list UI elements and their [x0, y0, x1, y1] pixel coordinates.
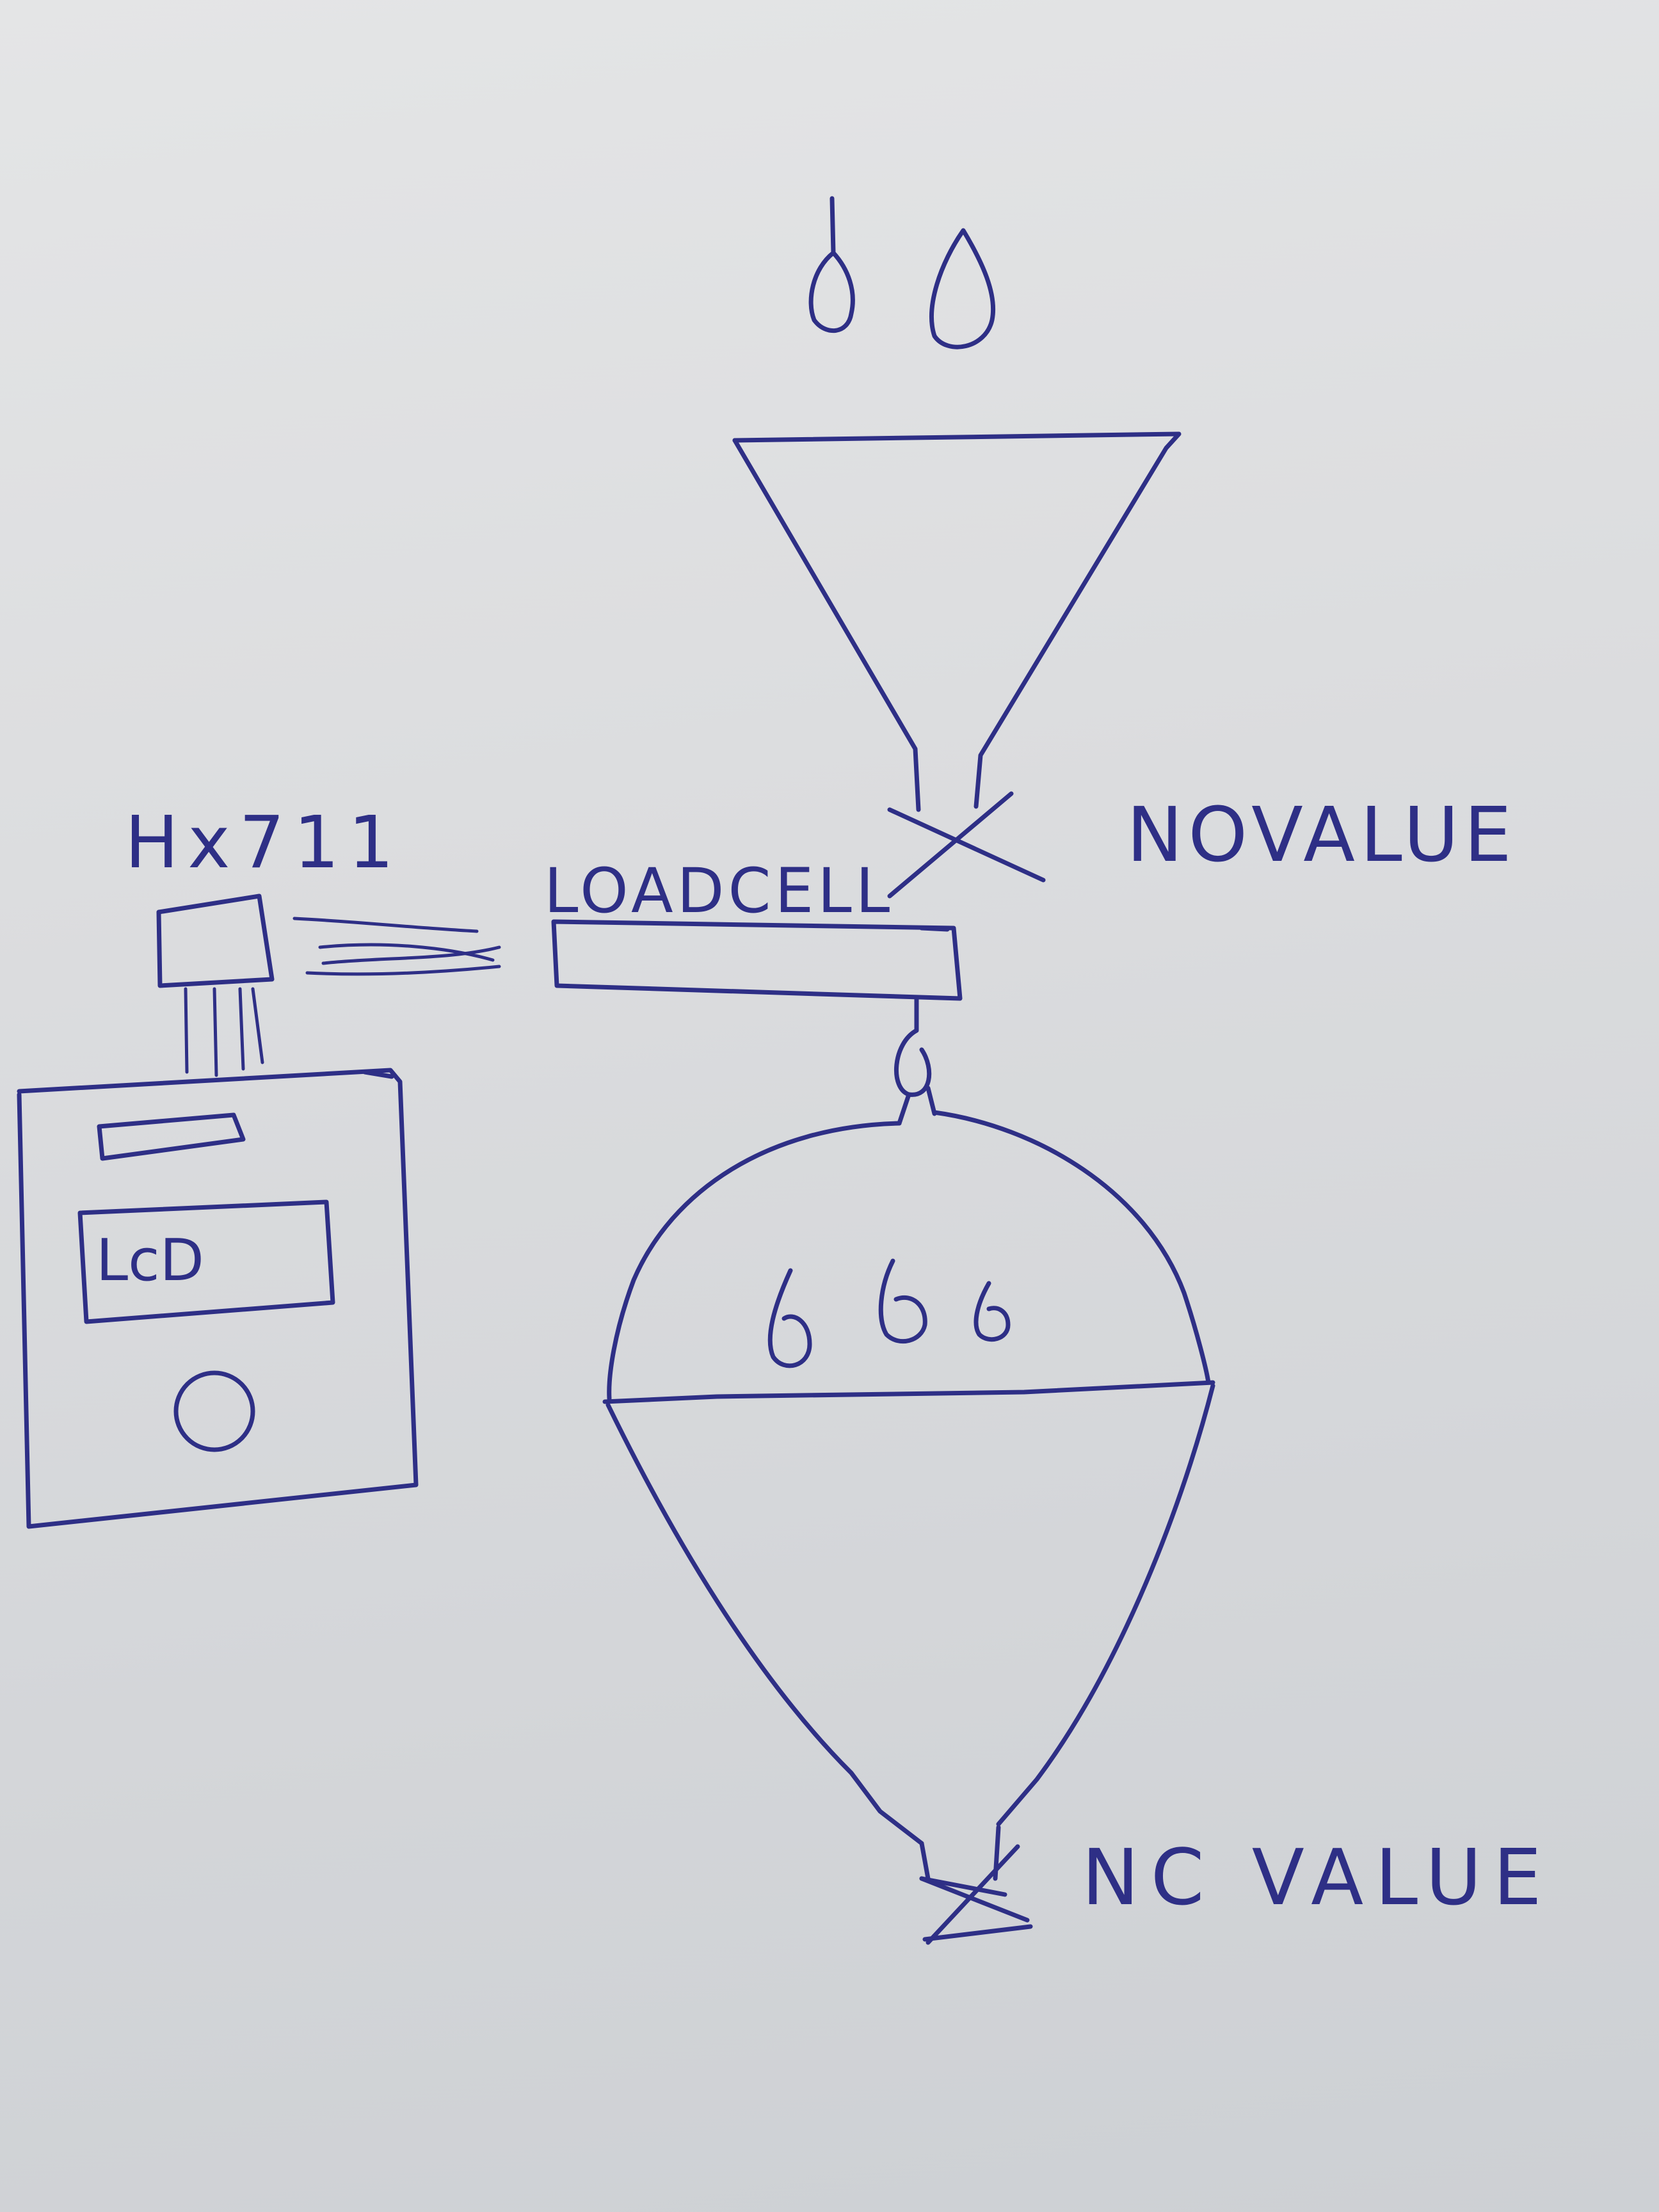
hx711-module [156, 894, 275, 1077]
water-drop-icon [808, 196, 855, 333]
push-button-icon [173, 1370, 255, 1452]
water-drop-icon [974, 1281, 1011, 1342]
water-drop-icon [767, 1268, 812, 1368]
no-valve-symbol [887, 791, 1046, 899]
lcd-display [77, 1199, 335, 1324]
water-drops-top [808, 196, 996, 349]
controller-board [17, 1068, 419, 1529]
hook [894, 996, 937, 1126]
funnel [732, 431, 1182, 812]
nc-valve-label: NC VALUE [1082, 1834, 1553, 1923]
loadcell-label: LOADCELL [544, 855, 894, 927]
water-drop-icon [929, 228, 996, 349]
nc-valve-symbol [919, 1825, 1033, 1945]
hx711-label: Hx711 [125, 801, 403, 885]
weighing-vessel [602, 1110, 1215, 1846]
wires [293, 917, 501, 976]
water-drop-icon [878, 1258, 927, 1344]
water-drops-inside [767, 1258, 1011, 1368]
lcd-label: LcD [96, 1227, 204, 1294]
load-cell [551, 919, 963, 1001]
no-valve-label: NOVALUE [1126, 790, 1517, 879]
